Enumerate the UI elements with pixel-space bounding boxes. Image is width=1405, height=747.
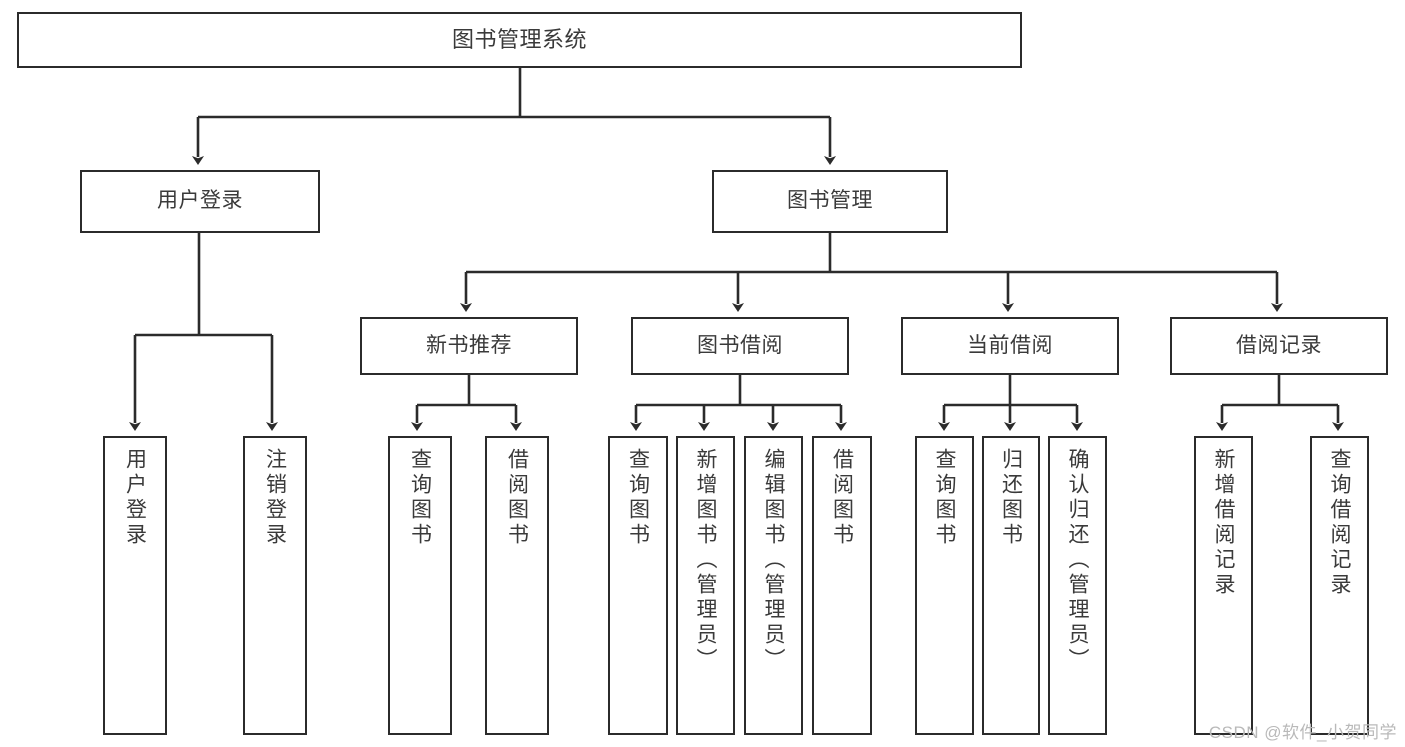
node-root[interactable]: 图书管理系统	[17, 12, 1022, 68]
node-label: 用户登录	[123, 448, 147, 548]
node-label: 归还图书	[999, 448, 1023, 548]
node-leaf-8[interactable]: 查询图书	[915, 436, 974, 735]
node-label: 查询借阅记录	[1328, 448, 1351, 598]
node-leaf-12[interactable]: 查询借阅记录	[1310, 436, 1369, 735]
node-level3-3[interactable]: 借阅记录	[1170, 317, 1388, 375]
node-level2-1[interactable]: 图书管理	[712, 170, 948, 233]
node-leaf-9[interactable]: 归还图书	[982, 436, 1040, 735]
node-label: 确认归还（管理员）	[1066, 448, 1089, 673]
node-level3-2[interactable]: 当前借阅	[901, 317, 1119, 375]
node-label: 查询图书	[933, 448, 956, 548]
node-leaf-3[interactable]: 借阅图书	[485, 436, 549, 735]
node-label: 当前借阅	[967, 333, 1053, 357]
node-label: 查询图书	[408, 448, 432, 548]
node-label: 借阅记录	[1236, 333, 1322, 357]
node-label: 借阅图书	[505, 448, 529, 548]
node-leaf-7[interactable]: 借阅图书	[812, 436, 872, 735]
node-leaf-11[interactable]: 新增借阅记录	[1194, 436, 1253, 735]
node-label: 注销登录	[263, 448, 287, 548]
node-label: 借阅图书	[830, 448, 854, 548]
node-leaf-4[interactable]: 查询图书	[608, 436, 668, 735]
node-leaf-6[interactable]: 编辑图书（管理员）	[744, 436, 803, 735]
node-label: 图书借阅	[697, 333, 783, 357]
node-label: 查询图书	[626, 448, 650, 548]
node-level2-0[interactable]: 用户登录	[80, 170, 320, 233]
node-label: 新增图书（管理员）	[694, 448, 717, 673]
node-leaf-5[interactable]: 新增图书（管理员）	[676, 436, 735, 735]
node-label: 编辑图书（管理员）	[762, 448, 785, 673]
node-label: 图书管理	[787, 189, 873, 213]
watermark: CSDN @软件_小贺同学	[1208, 723, 1397, 742]
node-label: 新书推荐	[426, 333, 512, 357]
node-leaf-1[interactable]: 注销登录	[243, 436, 307, 735]
node-leaf-2[interactable]: 查询图书	[388, 436, 452, 735]
node-label: 新增借阅记录	[1212, 448, 1235, 598]
node-level3-1[interactable]: 图书借阅	[631, 317, 849, 375]
node-leaf-10[interactable]: 确认归还（管理员）	[1048, 436, 1107, 735]
node-leaf-0[interactable]: 用户登录	[103, 436, 167, 735]
node-level3-0[interactable]: 新书推荐	[360, 317, 578, 375]
node-label: 用户登录	[157, 189, 243, 213]
node-label: 图书管理系统	[451, 27, 587, 53]
